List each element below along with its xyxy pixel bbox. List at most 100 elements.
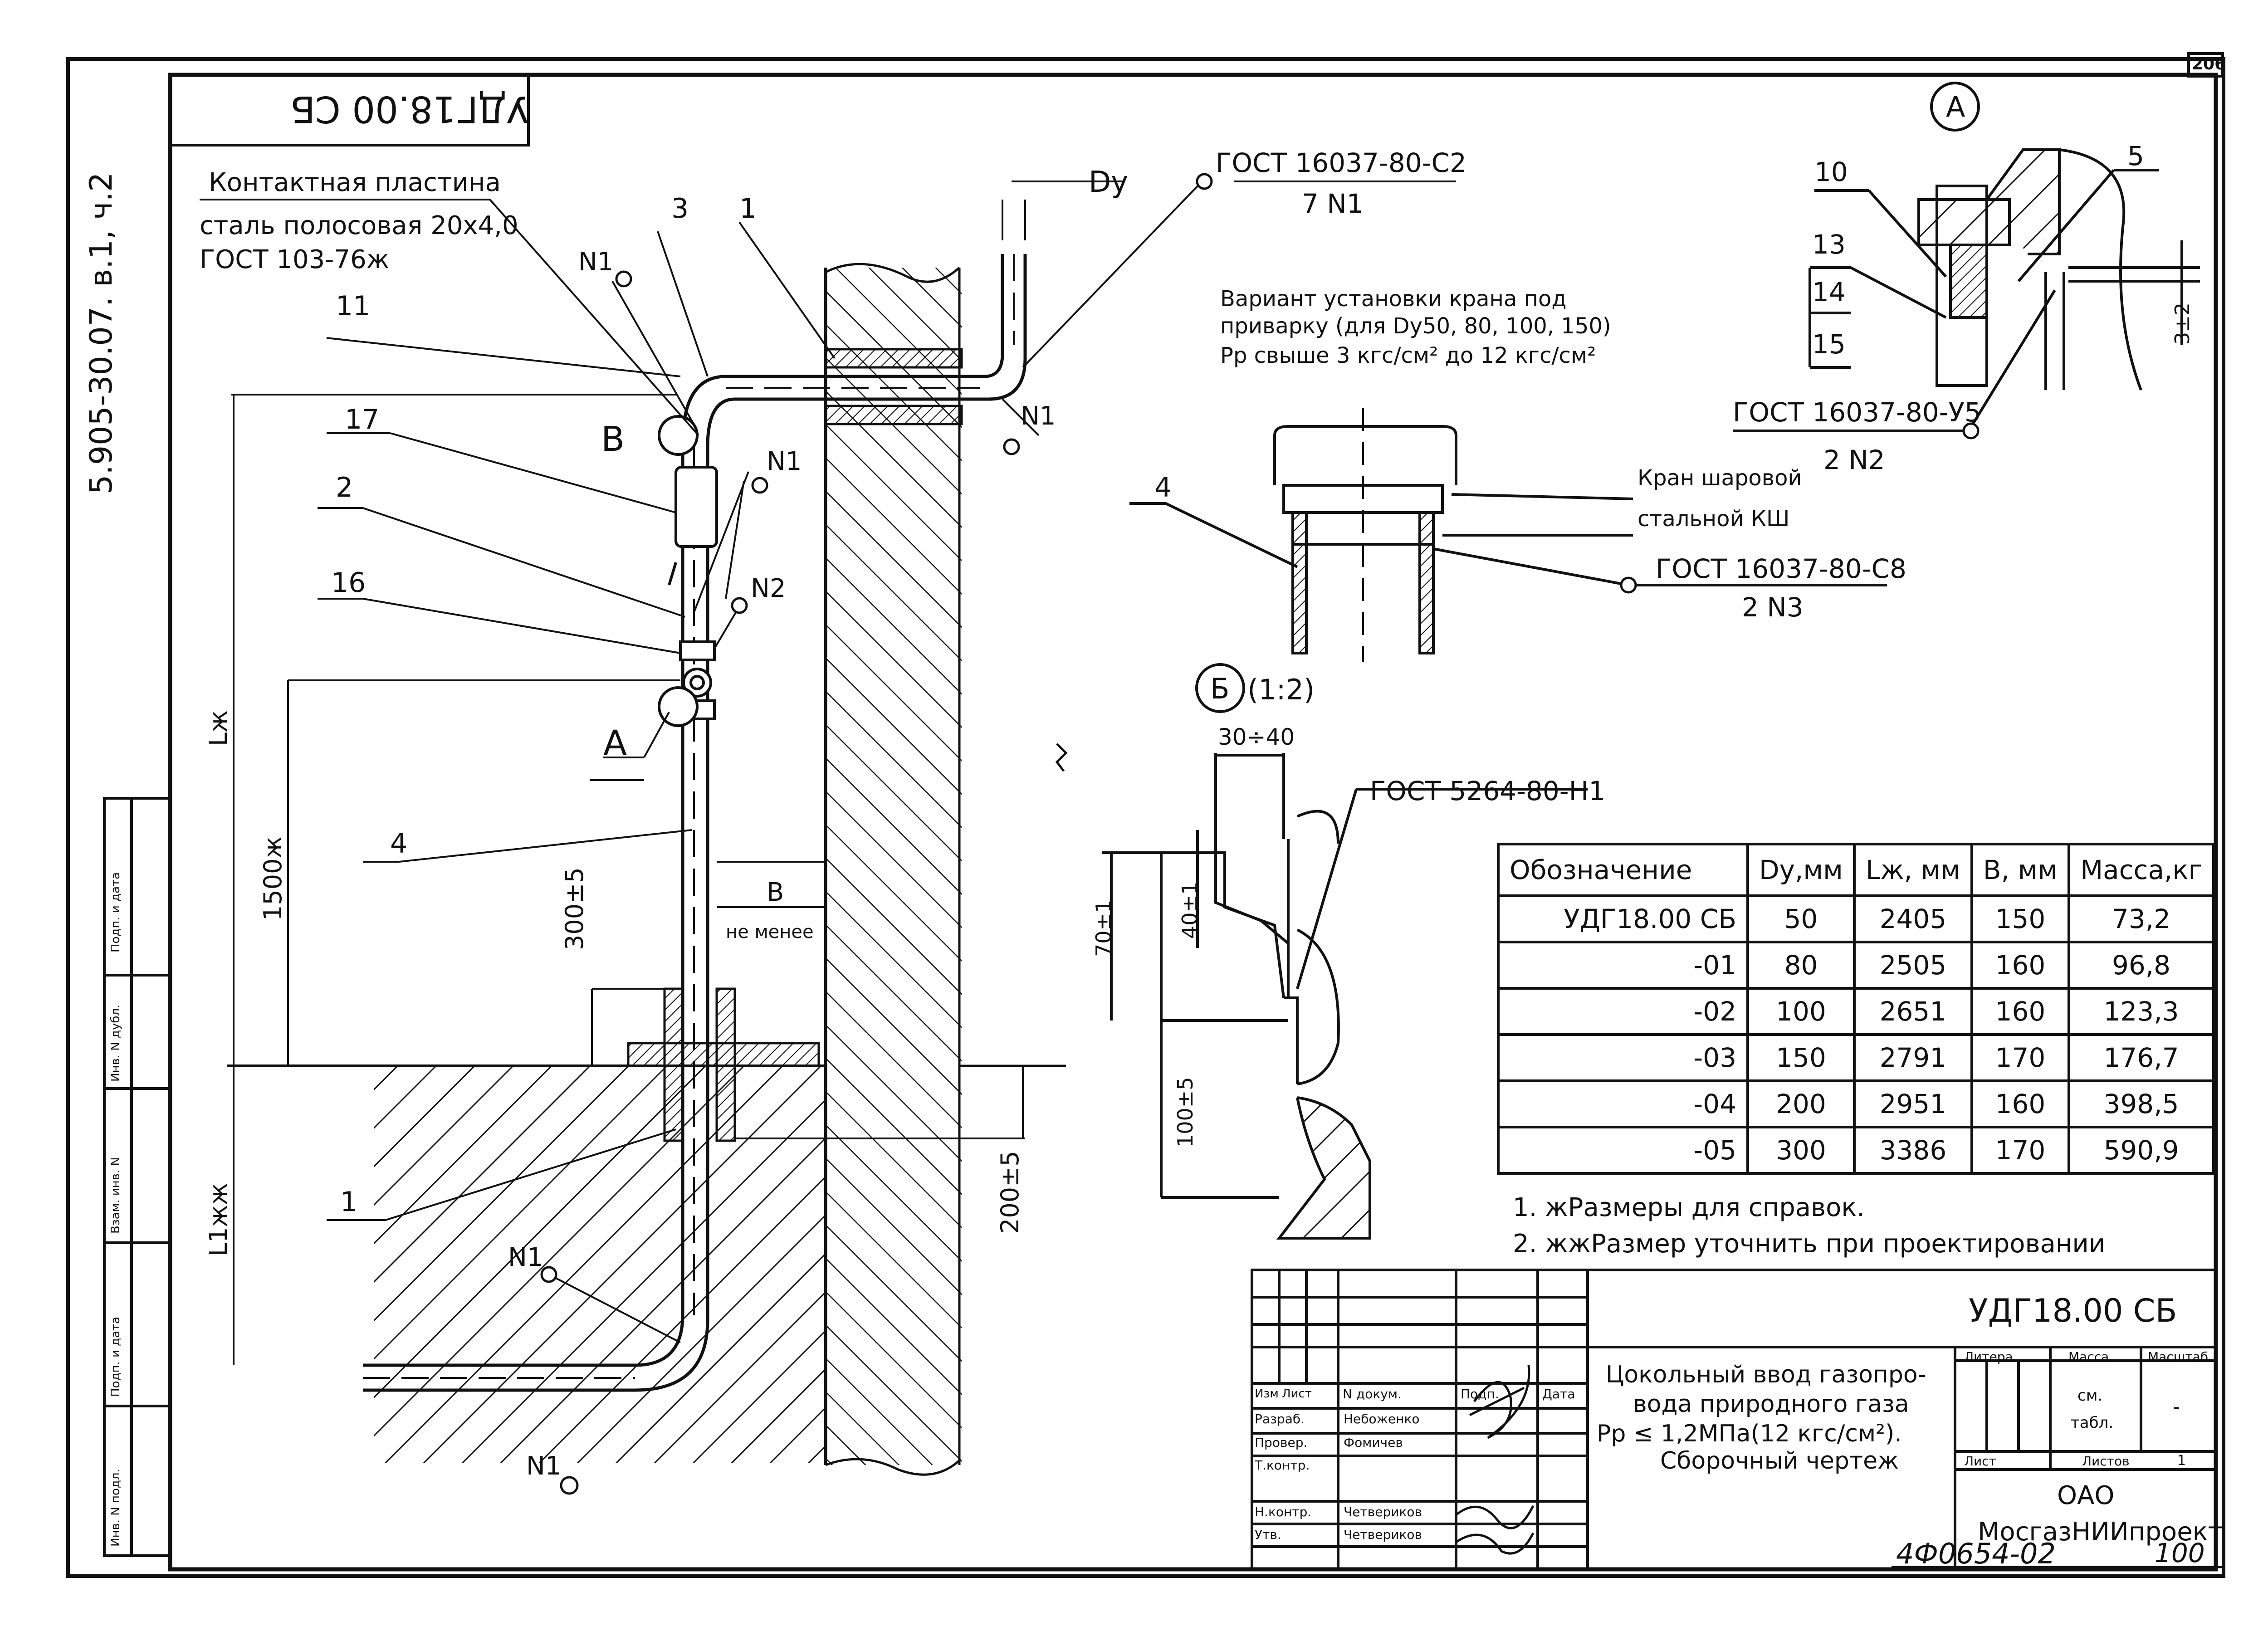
detail-markers xyxy=(658,415,699,727)
gost-h1: ГОСТ 5264-80-Н1 xyxy=(1370,776,1606,806)
hdr-date: Дата xyxy=(1542,1387,1575,1401)
hdr-mass: Масса xyxy=(2068,1349,2109,1364)
callout-n2: N2 xyxy=(751,574,786,603)
note-1: 1. жРазмеры для справок. xyxy=(1513,1193,1865,1222)
mirrored-code-frame xyxy=(169,73,530,146)
cell-designation: УДГ18.00 СБ xyxy=(1497,894,1749,943)
dim-70: 70±1 xyxy=(1091,899,1116,957)
title-name-2: вода природного газа xyxy=(1633,1391,1909,1418)
callout-n1-d: N1 xyxy=(508,1243,543,1272)
org-line-1: ОАО xyxy=(2057,1481,2115,1510)
pos-16: 16 xyxy=(331,567,366,599)
gost-c8-qty: 2 N3 xyxy=(1742,592,1804,623)
pos-4-variant: 4 xyxy=(1154,472,1172,503)
variant-valve-drawing xyxy=(1129,408,1887,662)
variant-note-line1: Вариант установки крана под xyxy=(1220,286,1567,312)
detail-b-label: Б xyxy=(1210,672,1230,705)
gost-c2-qty: 7 N1 xyxy=(1302,188,1364,219)
cell-dy: 50 xyxy=(1746,894,1856,943)
cell-mass: 73,2 xyxy=(2068,894,2215,943)
gost-c8: ГОСТ 16037-80-С8 xyxy=(1656,553,1906,584)
title-name-4: Сборочный чертеж xyxy=(1660,1447,1899,1475)
mass-value-2: табл. xyxy=(2071,1414,2114,1432)
cell-mass: 96,8 xyxy=(2068,941,2215,990)
cell-designation: -03 xyxy=(1497,1033,1749,1082)
cell-dy: 150 xyxy=(1746,1033,1856,1082)
dim-b: В xyxy=(767,878,784,907)
pos-15: 15 xyxy=(1812,329,1846,360)
ball-valve-line1: Кран шаровой xyxy=(1637,465,1802,491)
cell-dy: 80 xyxy=(1746,941,1856,990)
hdr-sign: Подп. xyxy=(1461,1387,1499,1401)
table-row: -01 80 2505 160 96,8 xyxy=(1497,941,2215,990)
pos-11: 11 xyxy=(336,290,371,322)
variant-note-line2: приварку (для Dy50, 80, 100, 150) xyxy=(1220,313,1611,339)
table-row: -04 200 2951 160 398,5 xyxy=(1497,1079,2215,1128)
cell-l: 2951 xyxy=(1853,1079,1973,1128)
title-name-1: Цокольный ввод газопро- xyxy=(1606,1361,1926,1388)
cell-b: 160 xyxy=(1970,1079,2071,1128)
cell-designation: -04 xyxy=(1497,1079,1749,1128)
name-nkontr: Четвериков xyxy=(1344,1504,1422,1519)
dim-40: 40±1 xyxy=(1178,881,1202,939)
note-2: 2. жжРазмер уточнить при проектировании xyxy=(1513,1229,2106,1259)
outer-frame xyxy=(66,57,2225,1578)
cell-designation: -05 xyxy=(1497,1126,1749,1175)
dy-label: Dy xyxy=(1089,166,1129,199)
detail-b-drawing xyxy=(1102,663,1588,1240)
cell-l: 3386 xyxy=(1853,1126,1973,1175)
dim-30-40: 30÷40 xyxy=(1218,724,1295,750)
cell-b: 160 xyxy=(1970,941,2071,990)
wall-section xyxy=(824,263,1068,1476)
strip-label-vzam-inv: Взам. инв. N xyxy=(109,1157,122,1234)
gost-y5-qty: 2 N2 xyxy=(1823,444,1885,475)
spec-table: Обозначение Dy,мм Lж, мм В, мм Масса,кг … xyxy=(1497,843,2215,1175)
hdr-sheet: Лист xyxy=(1964,1454,1996,1469)
cell-b: 170 xyxy=(1970,1033,2071,1082)
role-utv: Утв. xyxy=(1255,1527,1281,1542)
table-row: -03 150 2791 170 176,7 xyxy=(1497,1033,2215,1082)
gas-pipe xyxy=(363,254,1027,1392)
header-designation: Обозначение xyxy=(1497,843,1749,897)
variant-note-line3: Рр свыше 3 кгс/см² до 12 кгс/см² xyxy=(1220,343,1596,368)
wall-sleeve xyxy=(824,348,963,425)
scale-value: - xyxy=(2173,1395,2180,1418)
inventory-number: 4Ф0654-02 xyxy=(1896,1537,2056,1570)
contact-plate-gost: ГОСТ 103-76ж xyxy=(200,245,390,274)
signatures xyxy=(1455,1365,1535,1555)
cell-l: 2651 xyxy=(1853,987,1973,1036)
cell-dy: 100 xyxy=(1746,987,1856,1036)
hdr-litera: Литера xyxy=(1964,1349,2013,1364)
detail-a-label: А xyxy=(1946,90,1965,123)
mass-value-1: см. xyxy=(2077,1387,2103,1405)
contact-plate-title: Контактная пластина xyxy=(209,168,501,197)
dim-100: 100±5 xyxy=(1173,1077,1198,1147)
contact-plate-material: сталь полосовая 20х4,0 xyxy=(200,211,518,240)
side-code: 5.905-30.07. в.1, ч.2 xyxy=(83,172,119,494)
page-number: 206 xyxy=(2192,55,2226,73)
header-b: В, мм xyxy=(1970,843,2071,897)
name-utv: Четвериков xyxy=(1344,1527,1422,1542)
header-dy: Dy,мм xyxy=(1746,843,1856,897)
spec-table-header: Обозначение Dy,мм Lж, мм В, мм Масса,кг xyxy=(1497,843,2215,897)
hdr-list: Лист xyxy=(1282,1387,1312,1401)
strip-label-sign-date-2: Подп. и дата xyxy=(109,1316,122,1397)
role-prover: Провер. xyxy=(1255,1435,1308,1450)
role-razrab: Разраб. xyxy=(1255,1411,1305,1426)
cell-designation: -02 xyxy=(1497,987,1749,1036)
leader-lines xyxy=(200,181,1456,1343)
dim-300: 300±5 xyxy=(560,867,589,950)
title-name-3: Рр ≤ 1,2МПа(12 кгс/см²). xyxy=(1597,1420,1902,1447)
letter-v: В xyxy=(601,419,625,459)
dim-200: 200±5 xyxy=(996,1151,1024,1234)
gost-y5: ГОСТ 16037-80-У5 xyxy=(1733,397,1981,428)
sheets-value: 1 xyxy=(2177,1453,2186,1469)
pos-1-top: 1 xyxy=(739,193,757,225)
table-row: -05 300 3386 170 590,9 xyxy=(1497,1126,2215,1175)
pos-5: 5 xyxy=(2127,141,2144,171)
cell-l: 2405 xyxy=(1853,894,1973,943)
pos-4: 4 xyxy=(390,828,408,859)
mirrored-code: УДГ18.00 СБ xyxy=(290,88,529,130)
title-block-grid xyxy=(1251,1269,2217,1571)
